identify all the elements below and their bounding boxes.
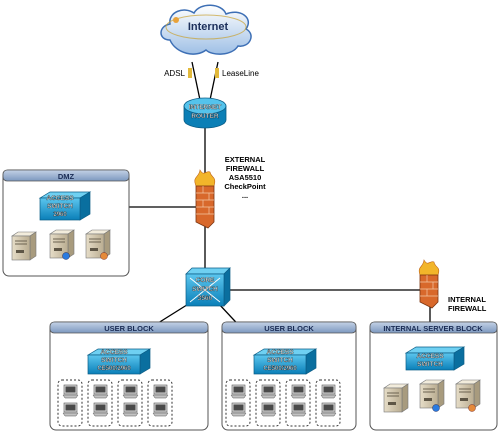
globe-icon: [62, 252, 70, 260]
internal-server-block: INTERNAL SERVER BLOCK ACCESS SWITCH: [369, 321, 498, 431]
router-label-line1: INTERNET: [189, 104, 222, 111]
ub2-switch-line1: ACCESS: [266, 349, 294, 356]
ub1-switch-line1: ACCESS: [100, 349, 128, 356]
user-block-1: USER BLOCK ACCESS SWITCH CE500/2960: [49, 321, 209, 431]
pc-icon: [320, 384, 337, 399]
pc-icon: [290, 384, 307, 399]
pc-icon: [62, 402, 79, 417]
pc-icon: [122, 402, 139, 417]
server-block-access-switch: ACCESS SWITCH: [404, 346, 466, 371]
sb-switch-line1: ACCESS: [416, 353, 444, 360]
pc-icon: [290, 402, 307, 417]
pc-icon: [260, 402, 277, 417]
ub1-switch-line2: SWITCH: [101, 357, 127, 364]
core-switch: CORE SWITCH 3560: [185, 267, 231, 307]
external-firewall-label: EXTERNAL FIREWALL ASA5510 CheckPoint ...: [224, 155, 266, 200]
pc-icon: [260, 384, 277, 399]
sb-switch-line2: SWITCH: [417, 361, 443, 368]
user-block-1-access-switch: ACCESS SWITCH CE500/2960: [86, 348, 152, 375]
dmz-block: DMZ ACCESS SWITCH 2960: [2, 169, 130, 277]
leaseline-link: [209, 61, 219, 101]
server-icon: [49, 229, 75, 259]
external-firewall: [194, 169, 216, 229]
server-icon: [419, 379, 445, 409]
internet-cloud: Internet: [160, 4, 252, 55]
pc-icon: [152, 384, 169, 399]
ext-fw-line5: ...: [242, 191, 248, 200]
mail-icon: [468, 404, 476, 412]
ext-fw-line2: FIREWALL: [226, 164, 265, 173]
user-block-2: USER BLOCK ACCESS SWITCH CE500/2960: [221, 321, 357, 431]
firewall-icon: [419, 274, 439, 309]
globe-icon: [173, 17, 179, 23]
ub2-switch-line2: SWITCH: [267, 357, 293, 364]
dmz-title: DMZ: [58, 172, 75, 181]
ub1-switch-line3: CE500/2960: [97, 366, 131, 372]
ub2-switch-line3: CE500/2960: [263, 366, 297, 372]
internal-firewall-label: INTERNAL FIREWALL: [448, 295, 487, 313]
dmz-switch-line1: ACCESS: [46, 195, 74, 202]
server-icon: [383, 383, 409, 413]
server-icon: [11, 231, 37, 261]
server-block-title: INTERNAL SERVER BLOCK: [383, 324, 483, 333]
user-block-1-workstations: [57, 379, 173, 427]
ext-fw-line3: ASA5510: [229, 173, 262, 182]
leaseline-label: LeaseLine: [222, 69, 259, 78]
pc-icon: [122, 384, 139, 399]
int-fw-line1: INTERNAL: [448, 295, 486, 304]
fire-icon: [418, 259, 440, 276]
connections: [90, 61, 431, 351]
pc-icon: [230, 402, 247, 417]
user-block-1-title: USER BLOCK: [104, 324, 154, 333]
user-block-2-access-switch: ACCESS SWITCH CE500/2960: [252, 348, 318, 375]
globe-icon: [432, 404, 440, 412]
dmz-access-switch: ACCESS SWITCH 2960: [38, 191, 92, 221]
mail-icon: [100, 252, 108, 260]
link-labels: ADSL LeaseLine: [164, 68, 259, 78]
pc-icon: [320, 402, 337, 417]
core-switch-line1: CORE: [196, 277, 215, 284]
pc-icon: [230, 384, 247, 399]
dmz-switch-line2: SWITCH: [47, 203, 73, 210]
router-label-line2: ROUTER: [191, 113, 219, 120]
adsl-label: ADSL: [164, 69, 185, 78]
server-icon: [455, 379, 481, 409]
user-block-2-workstations: [225, 379, 341, 427]
ext-fw-line4: CheckPoint: [224, 182, 266, 191]
fire-icon: [194, 169, 216, 187]
pc-icon: [152, 402, 169, 417]
core-switch-line3: 3560: [198, 295, 213, 302]
pc-icon: [92, 384, 109, 399]
user-block-2-title: USER BLOCK: [264, 324, 314, 333]
int-fw-line2: FIREWALL: [448, 304, 487, 313]
internal-firewall: [418, 259, 440, 309]
internet-label: Internet: [188, 21, 229, 33]
dmz-switch-line3: 2960: [53, 212, 67, 218]
adsl-link: [191, 61, 201, 101]
internet-router: INTERNET ROUTER: [183, 97, 227, 129]
ext-fw-line1: EXTERNAL: [225, 155, 266, 164]
pc-icon: [92, 402, 109, 417]
pc-icon: [62, 384, 79, 399]
core-switch-line2: SWITCH: [192, 286, 218, 293]
